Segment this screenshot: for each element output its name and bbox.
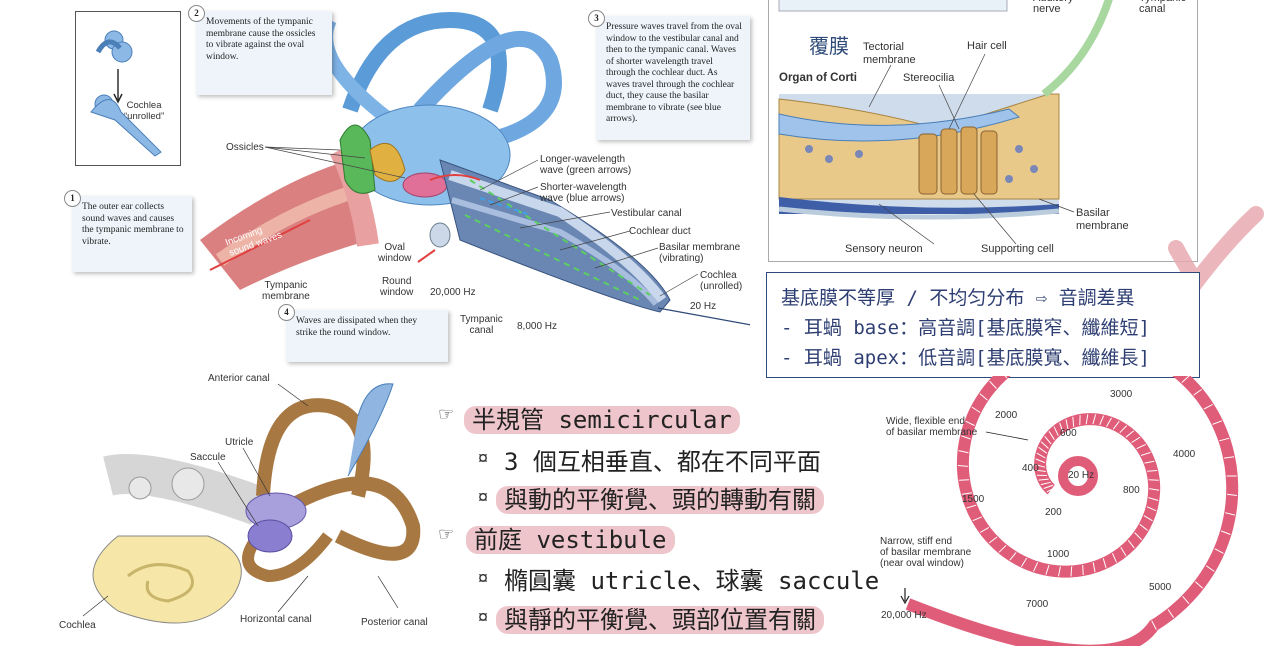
cochlea-shape — [92, 535, 242, 624]
freq-200: 200 — [1045, 507, 1062, 518]
callout-2-number: 2 — [188, 5, 205, 22]
bullet-icon-1: ¤ — [478, 448, 489, 468]
freq-4000: 4000 — [1173, 449, 1196, 460]
label-stereocilia: Stereocilia — [903, 72, 955, 84]
label-ossicles: Ossicles — [226, 142, 264, 153]
label-anterior-canal: Anterior canal — [208, 373, 270, 384]
label-sensory-neuron: Sensory neuron — [845, 243, 923, 255]
pointing-hand-icon-1: ☞ — [438, 404, 455, 424]
freq-3000: 3000 — [1110, 389, 1133, 400]
freq-5000: 5000 — [1149, 582, 1172, 593]
label-utricle: Utricle — [225, 437, 254, 448]
vestibule-heading-text: 前庭 vestibule — [466, 526, 675, 554]
label-vestibular-canal: Vestibular canal — [611, 208, 682, 219]
vestibule-point-2-text: 與靜的平衡覺、頭部位置有關 — [496, 606, 824, 634]
callout-3-number: 3 — [588, 10, 605, 27]
label-supporting-cell: Supporting cell — [981, 243, 1054, 255]
malleus — [339, 124, 376, 194]
note-line-3: - 耳蝸 apex：低音調[基底膜寬、纖維長] — [781, 347, 1150, 369]
label-tectorial: Tectorial membrane — [863, 41, 916, 66]
round-window — [429, 222, 451, 248]
label-basilar-vibrating: Basilar membrane (vibrating) — [659, 242, 741, 264]
label-hair-cell: Hair cell — [967, 40, 1007, 52]
bullet-icon-2: ¤ — [478, 487, 489, 507]
freq-20hz: 20 Hz — [1068, 470, 1095, 481]
bullet-icon-3: ¤ — [478, 568, 489, 588]
label-horizontal-canal: Horizontal canal — [240, 614, 312, 625]
spiral-ticks — [957, 376, 1238, 630]
label-shorter-wave: Shorter-wavelength wave (blue arrows) — [540, 182, 627, 204]
label-8000hz: 8,000 Hz — [517, 321, 558, 332]
horizontal-canal — [242, 521, 333, 583]
posterior-canal — [269, 476, 421, 561]
label-oval-window: Oval window — [378, 242, 412, 264]
callout-1-number: 1 — [64, 190, 81, 207]
handwritten-tectorial: 覆膜 — [809, 34, 849, 58]
callout-1-text: The outer ear collects sound waves and c… — [82, 202, 184, 247]
cochlea-inset: Cochlea “unrolled” — [75, 11, 181, 166]
vestibular-system-illustration — [82, 383, 421, 624]
label-cochlear-duct: Cochlear duct — [629, 226, 691, 237]
freq-800: 800 — [1123, 485, 1140, 496]
cochlea-inset-illustration — [90, 30, 162, 157]
label-cochlea-unrolled: Cochlea (unrolled) — [700, 270, 743, 292]
organ-of-corti-panel: Auditory nerve Tympanic canal 覆膜 Tectori… — [768, 0, 1198, 262]
label-cochlea: Cochlea — [59, 620, 96, 631]
label-tympanic-canal: Tympanic canal — [460, 314, 503, 336]
saccule — [247, 519, 293, 553]
bullet-icon-4: ¤ — [478, 607, 489, 627]
freq-2000: 2000 — [995, 410, 1018, 421]
label-20hz: 20 Hz — [690, 301, 717, 312]
callout-4-text: Waves are dissipated when they strike th… — [296, 316, 418, 338]
freq-400: 400 — [1022, 463, 1039, 474]
anterior-canal — [256, 398, 371, 498]
note-line-2: - 耳蝸 base：高音調[基底膜窄、纖維短] — [781, 317, 1150, 339]
label-tympanic-membrane: Tympanic membrane — [262, 280, 310, 302]
pointing-hand-icon-2: ☞ — [438, 524, 455, 544]
callout-3-text: Pressure waves travel from the oval wind… — [606, 22, 742, 124]
vestibule-heading: 前庭 vestibule — [466, 520, 675, 555]
label-narrow-end: Narrow, stiff end of basilar membrane (n… — [880, 536, 972, 569]
label-posterior-canal: Posterior canal — [361, 617, 428, 628]
freq-1000: 1000 — [1047, 549, 1070, 560]
label-basilar: Basilar membrane — [1076, 207, 1129, 232]
semicircular-point-2: 與動的平衡覺、頭的轉動有關 — [496, 480, 824, 515]
label-saccule: Saccule — [190, 452, 226, 463]
basilar-membrane — [779, 197, 1059, 214]
callout-4-number: 4 — [278, 304, 295, 321]
unrolled-cochlea — [439, 159, 671, 313]
label-20000hz: 20,000 Hz — [430, 287, 476, 298]
vestibule-point-1: 橢圓囊 utricle、球囊 saccule — [504, 567, 880, 595]
semicircular-point-1: 3 個互相垂直、都在不同平面 — [504, 448, 821, 476]
spiral-band — [905, 376, 1239, 646]
label-corti-tympanic-canal: Tympanic canal — [1139, 0, 1186, 15]
label-auditory-nerve: Auditory nerve — [1033, 0, 1073, 15]
freq-7000: 7000 — [1026, 599, 1049, 610]
vestibule-point-2: 與靜的平衡覺、頭部位置有關 — [496, 600, 824, 635]
semicircular-canal — [342, 11, 507, 113]
pitch-note-box: 基底膜不等厚 / 不均匀分布 ⇨ 音調差異 - 耳蝸 base：高音調[基底膜窄… — [766, 272, 1200, 378]
label-longer-wave: Longer-wavelength wave (green arrows) — [540, 154, 632, 176]
organ-of-corti-illustration — [778, 0, 1113, 245]
inset-label: Cochlea “unrolled” — [124, 100, 165, 122]
label-organ-title: Organ of Corti — [779, 72, 857, 84]
spiral-center — [1058, 456, 1098, 496]
semicircular-heading-text: 半規管 semicircular — [464, 406, 740, 434]
ear-cross-section — [200, 11, 750, 326]
callout-2: 2 Movements of the tympanic membrane cau… — [188, 5, 332, 95]
freq-1500: 1500 — [962, 494, 985, 505]
callout-3: 3 Pressure waves travel from the oval wi… — [588, 10, 750, 140]
freq-600: 600 — [1060, 428, 1077, 439]
label-round-window: Round window — [380, 276, 414, 298]
callout-1: 1 The outer ear collects sound waves and… — [64, 190, 192, 272]
freq-20000hz: 20,000 Hz — [881, 610, 927, 621]
label-wide-end: Wide, flexible end of basilar membrane — [886, 416, 978, 438]
note-line-1: 基底膜不等厚 / 不均匀分布 ⇨ 音調差異 — [781, 287, 1135, 309]
semicircular-point-2-text: 與動的平衡覺、頭的轉動有關 — [496, 486, 824, 514]
tectorial-membrane — [778, 108, 1021, 142]
callout-4: 4 Waves are dissipated when they strike … — [278, 304, 448, 362]
callout-2-text: Movements of the tympanic membrane cause… — [206, 17, 316, 62]
semicircular-heading: 半規管 semicircular — [464, 400, 740, 435]
basilar-membrane-spiral — [900, 376, 1239, 646]
